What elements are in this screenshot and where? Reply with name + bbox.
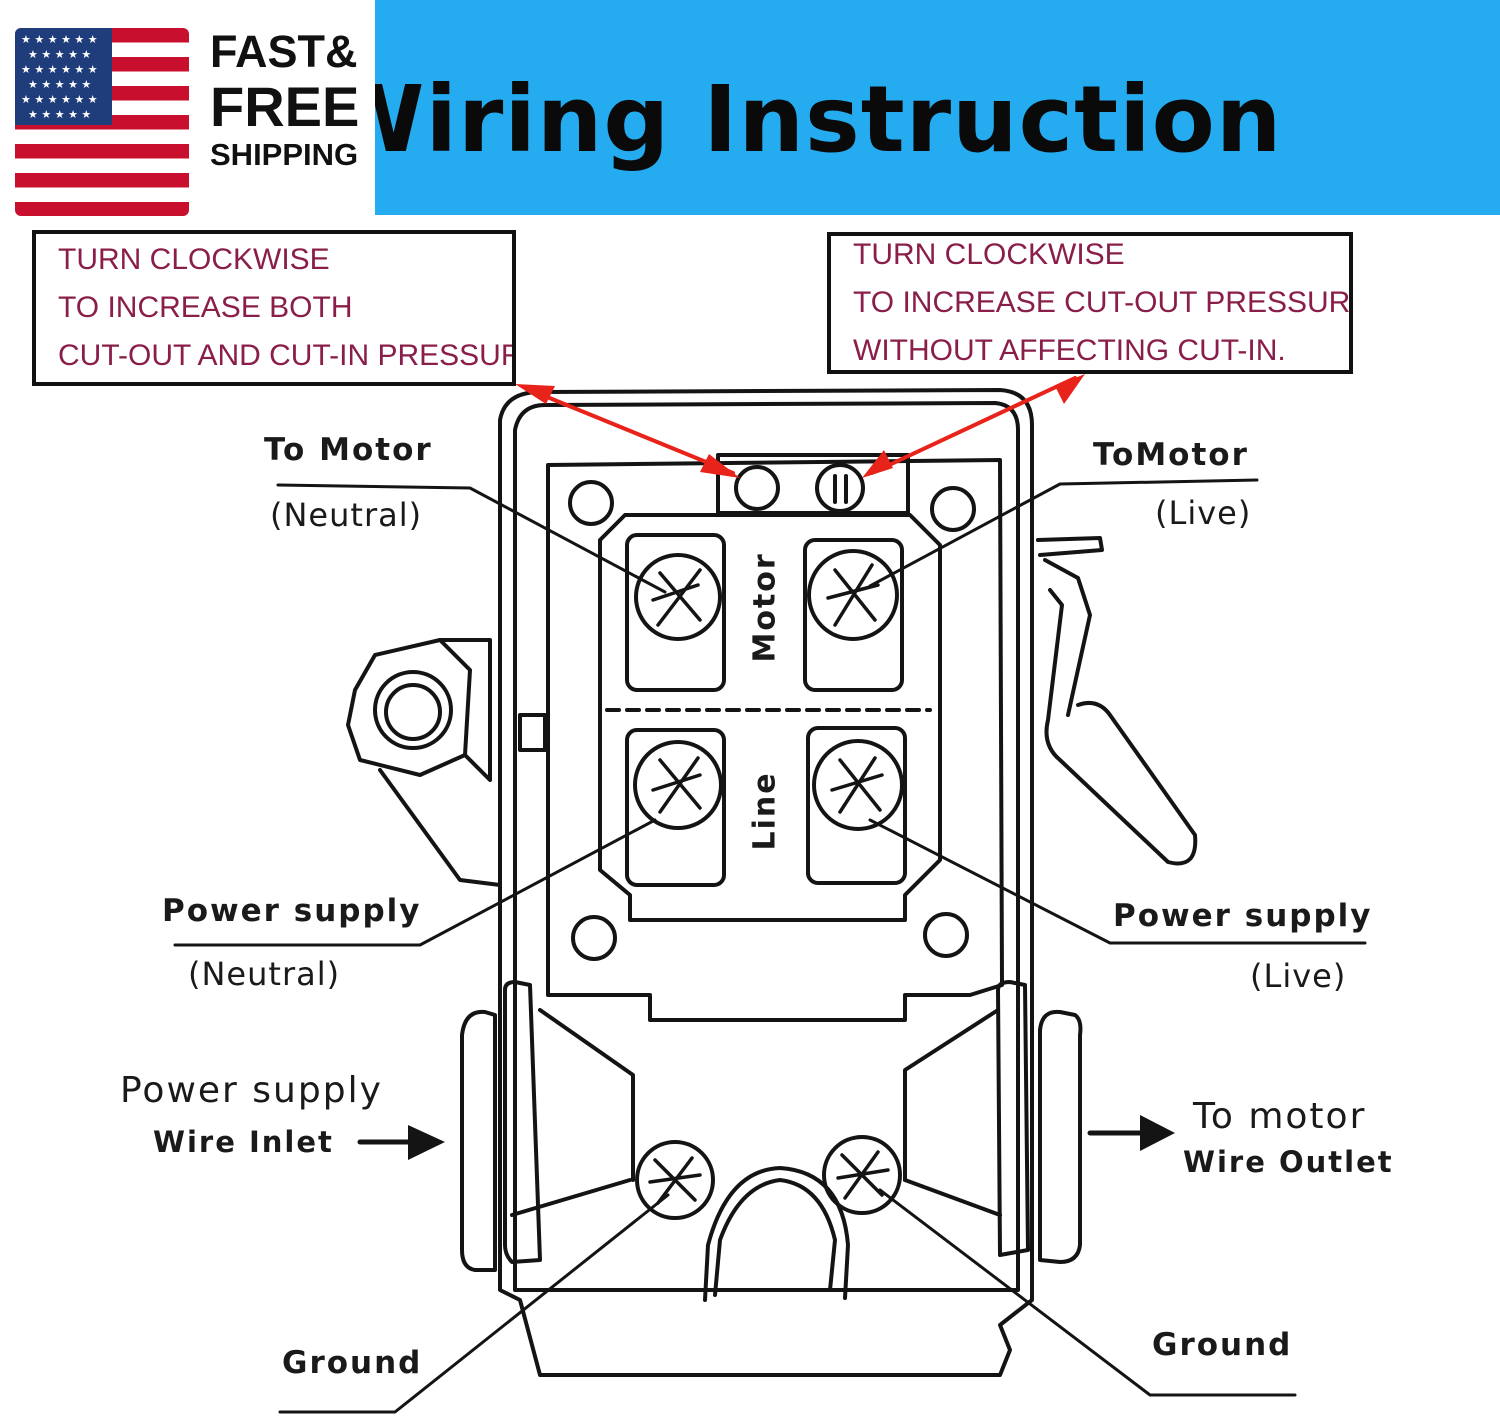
svg-text:★ ★ ★ ★ ★: ★ ★ ★ ★ ★ bbox=[28, 48, 91, 61]
left-note-line-1: TURN CLOCKWISE bbox=[58, 243, 330, 276]
wire-outlet-label: Wire Outlet bbox=[1183, 1145, 1394, 1179]
svg-text:★ ★ ★ ★ ★ ★: ★ ★ ★ ★ ★ ★ bbox=[21, 93, 98, 106]
to-motor-live-label: ToMotor bbox=[1093, 437, 1249, 473]
svg-text:★ ★ ★ ★ ★ ★: ★ ★ ★ ★ ★ ★ bbox=[21, 63, 98, 76]
live-label-1: (Live) bbox=[1155, 494, 1252, 532]
neutral-label-2: (Neutral) bbox=[188, 955, 341, 993]
power-supply-neutral-label: Power supply bbox=[162, 893, 422, 929]
right-note-line-3: WITHOUT AFFECTING CUT-IN. bbox=[853, 334, 1286, 367]
us-flag-icon: ★ ★ ★ ★ ★ ★ ★ ★ ★ ★ ★ ★ ★ ★ ★ ★ ★ ★ ★ ★ … bbox=[15, 28, 189, 216]
badge-shipping: SHIPPING bbox=[210, 137, 359, 172]
to-motor-outlet-label: To motor bbox=[1193, 1096, 1367, 1137]
power-supply-live-label: Power supply bbox=[1113, 898, 1373, 934]
ground-left-label: Ground bbox=[282, 1345, 423, 1381]
right-adjustment-note: TURN CLOCKWISE TO INCREASE CUT-OUT PRESS… bbox=[827, 232, 1353, 374]
svg-text:★ ★ ★ ★ ★: ★ ★ ★ ★ ★ bbox=[28, 108, 91, 121]
badge-free: FREE bbox=[210, 75, 360, 138]
svg-text:★ ★ ★ ★ ★: ★ ★ ★ ★ ★ bbox=[28, 78, 91, 91]
ground-right-label: Ground bbox=[1152, 1327, 1293, 1363]
motor-terminal-label: Motor bbox=[747, 552, 783, 663]
right-note-line-1: TURN CLOCKWISE bbox=[853, 238, 1125, 271]
banner-title: Wiring Instruction bbox=[375, 66, 1283, 173]
neutral-label-1: (Neutral) bbox=[270, 496, 423, 534]
to-motor-neutral-label: To Motor bbox=[264, 432, 433, 468]
shipping-badge: ★ ★ ★ ★ ★ ★ ★ ★ ★ ★ ★ ★ ★ ★ ★ ★ ★ ★ ★ ★ … bbox=[0, 0, 375, 232]
line-terminal-label: Line bbox=[747, 771, 783, 851]
wire-inlet-label: Wire Inlet bbox=[153, 1125, 334, 1159]
badge-fast: FAST& bbox=[210, 26, 358, 77]
left-adjustment-note: TURN CLOCKWISE TO INCREASE BOTH CUT-OUT … bbox=[32, 230, 516, 386]
left-note-line-3: CUT-OUT AND CUT-IN PRESSURE. bbox=[58, 339, 516, 372]
power-supply-inlet-label: Power supply bbox=[120, 1070, 383, 1111]
title-banner: Wiring Instruction bbox=[375, 0, 1500, 215]
svg-text:★ ★ ★ ★ ★ ★: ★ ★ ★ ★ ★ ★ bbox=[21, 33, 98, 46]
right-note-line-2: TO INCREASE CUT-OUT PRESSURE bbox=[853, 286, 1353, 319]
left-note-line-2: TO INCREASE BOTH bbox=[58, 291, 353, 324]
live-label-2: (Live) bbox=[1250, 957, 1347, 995]
